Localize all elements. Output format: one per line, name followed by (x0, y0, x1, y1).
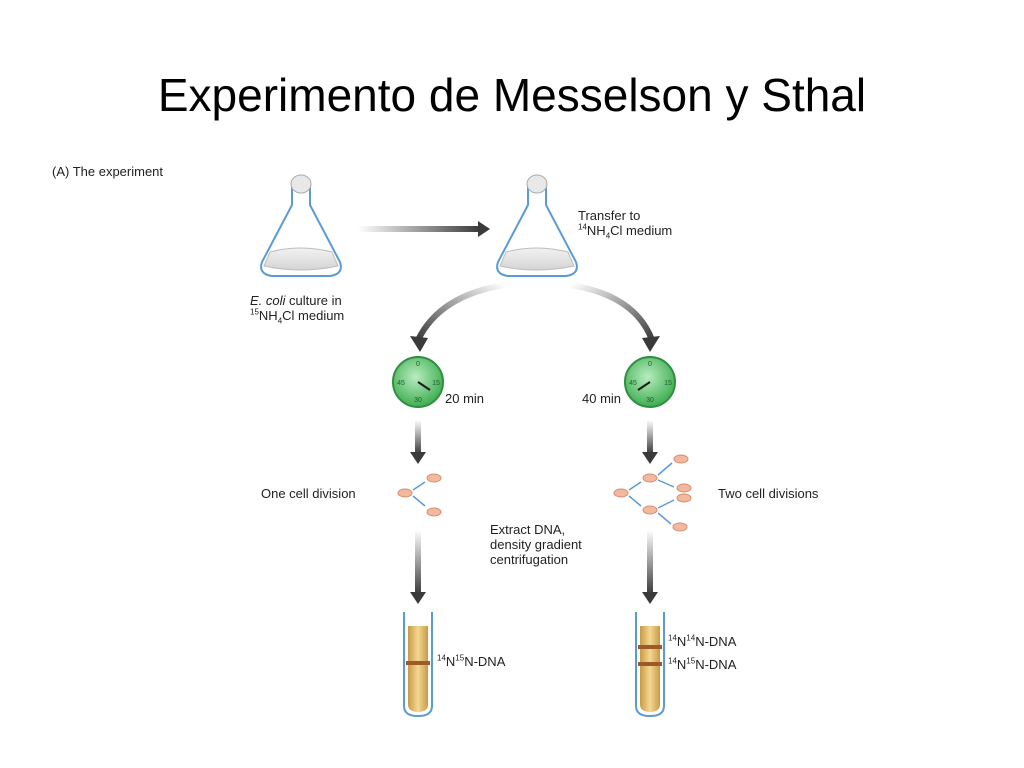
transfer-text: Transfer to (578, 208, 641, 223)
left-flask-icon (260, 174, 342, 277)
tl-a: N (445, 654, 456, 669)
one-division-label: One cell division (261, 486, 356, 501)
tl-b: N-DNA (464, 654, 506, 669)
right-flask-caption: Transfer to 14NH4Cl medium (578, 208, 673, 241)
left-flask-caption: E. coli culture in 15NH4Cl medium (250, 293, 345, 326)
left-clock-icon: 0 15 30 45 (392, 356, 444, 408)
tr1-sup2: 14 (686, 633, 696, 643)
left-medium: Cl medium (282, 308, 345, 323)
lc-tick-45: 45 (397, 380, 405, 387)
timer-left-label: 20 min (445, 391, 485, 406)
tube-right-band2-label: 14N15N-DNA (668, 657, 736, 672)
tube-left-band-label: 14N15N-DNA (437, 654, 505, 669)
note-line3: centrifugation (490, 552, 569, 567)
tl-sup1: 14 (437, 653, 446, 663)
right-tube-icon (635, 612, 665, 718)
rc-tick-45: 45 (629, 380, 637, 387)
tube-right-band1-label: 14N14N-DNA (668, 634, 736, 649)
curved-arrow-left-icon (410, 282, 506, 352)
down-arrow-right-1-icon (642, 420, 658, 464)
one-division-cells-icon (397, 473, 442, 517)
lc-tick-15: 15 (432, 380, 440, 387)
right-medium: Cl medium (610, 223, 673, 238)
right-nh: NH (586, 223, 606, 238)
note-line1: Extract DNA, (490, 522, 566, 537)
panel-label: (A) The experiment (52, 164, 164, 179)
down-arrow-left-1-icon (410, 420, 426, 464)
tr2-sup1: 14 (668, 656, 677, 666)
tl-sup2: 15 (455, 653, 465, 663)
curved-arrow-right-icon (569, 282, 660, 352)
two-divisions-cells-icon (613, 454, 692, 532)
left-sub: 4 (277, 316, 283, 326)
left-nh: NH (258, 308, 278, 323)
down-arrow-left-2-icon (410, 530, 426, 604)
rc-tick-30: 30 (646, 397, 654, 404)
tr1-sup1: 14 (668, 633, 677, 643)
note-line2: density gradient (490, 537, 582, 552)
transfer-arrow-icon (358, 221, 490, 237)
center-note: Extract DNA, density gradient centrifuga… (490, 522, 582, 567)
down-arrow-right-2-icon (642, 530, 658, 604)
tr1-b: N-DNA (695, 634, 737, 649)
right-isotope: 14 (578, 222, 587, 232)
tr2-a: N (676, 657, 687, 672)
tr1-a: N (676, 634, 687, 649)
lc-tick-30: 30 (414, 397, 422, 404)
right-sub: 4 (605, 231, 611, 241)
timer-right-label: 40 min (582, 391, 622, 406)
rc-tick-0: 0 (648, 361, 652, 368)
lc-tick-0: 0 (416, 361, 420, 368)
left-tube-icon (403, 612, 433, 718)
two-divisions-label: Two cell divisions (718, 486, 819, 501)
left-caption-rest: culture in (285, 293, 342, 308)
slide-title: Experimento de Messelson y Sthal (157, 69, 867, 121)
tr2-sup2: 15 (686, 656, 696, 666)
ecoli-text: E. coli (250, 293, 286, 308)
tr2-b: N-DNA (695, 657, 737, 672)
left-isotope: 15 (250, 307, 259, 317)
right-clock-icon: 0 15 30 45 (624, 356, 676, 408)
rc-tick-15: 15 (664, 380, 672, 387)
right-flask-icon (496, 174, 578, 277)
